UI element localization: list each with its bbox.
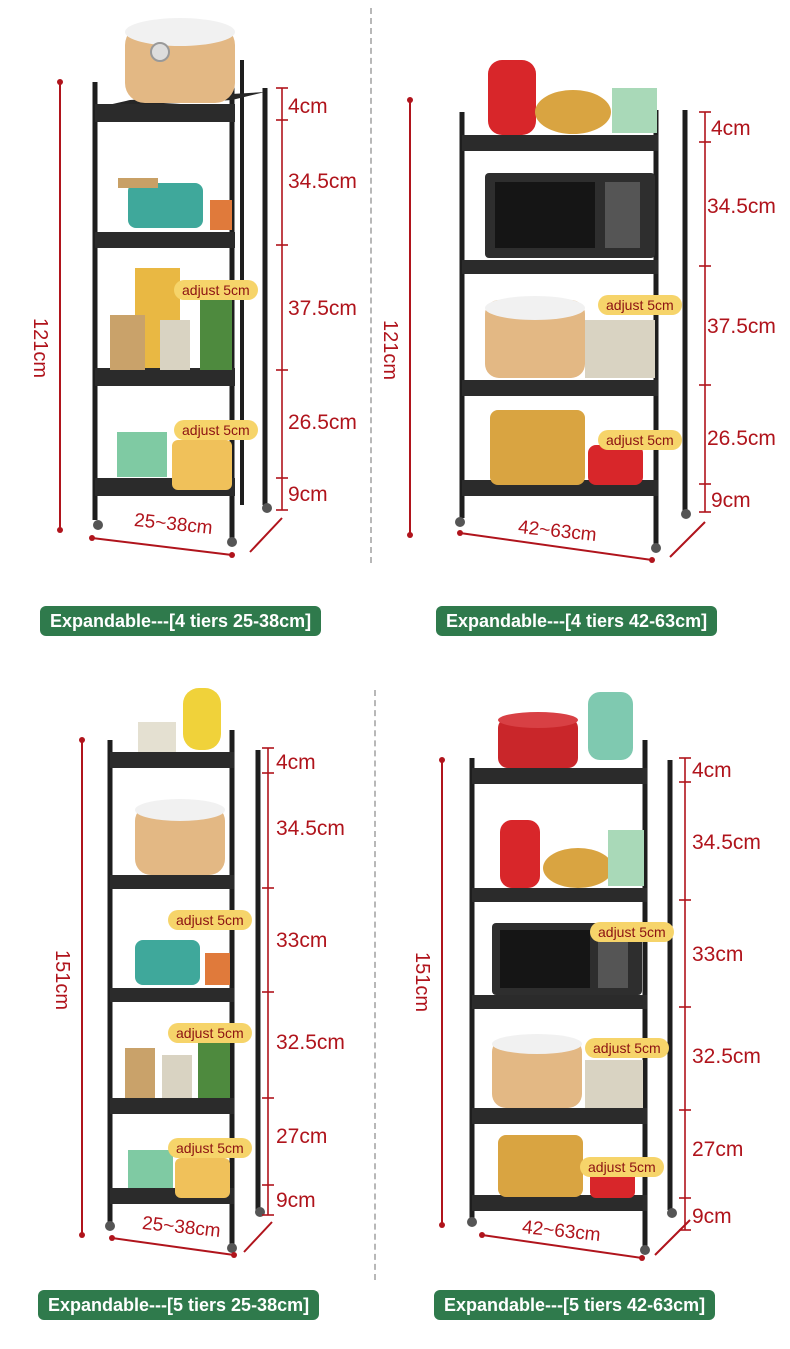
tier-label: 32.5cm — [692, 1045, 761, 1068]
tier-label: 9cm — [288, 483, 328, 506]
tier-label: 33cm — [692, 943, 744, 966]
tier-label: 4cm — [288, 95, 328, 118]
panel-5tier-wide: 151cm 4cm 34.5cm 33cm 32.5cm 27cm 9cm ad… — [380, 670, 790, 1340]
adjust-tag: adjust 5cm — [598, 295, 682, 315]
shelf-illustration — [57, 18, 288, 558]
tier-label: 34.5cm — [692, 831, 761, 854]
tier-label: 33cm — [276, 929, 328, 952]
adjust-tag: adjust 5cm — [598, 430, 682, 450]
shelf-illustration — [439, 692, 691, 1261]
height-label: 151cm — [411, 952, 433, 1013]
adjust-tag: adjust 5cm — [580, 1157, 664, 1177]
tier-label: 26.5cm — [288, 411, 357, 434]
adjust-tag: adjust 5cm — [174, 420, 258, 440]
tier-label: 34.5cm — [707, 195, 776, 218]
adjust-tag: adjust 5cm — [590, 922, 674, 942]
shelf-illustration — [79, 688, 274, 1258]
height-label: 121cm — [379, 320, 401, 381]
caption-badge: Expandable---[5 tiers 42-63cm] — [434, 1290, 716, 1320]
panel-4tier-wide: 121cm 4cm 34.5cm 37.5cm 26.5cm 9cm adjus… — [379, 0, 790, 660]
tier-label: 26.5cm — [707, 427, 776, 450]
vertical-divider-bottom — [374, 690, 376, 1280]
adjust-tag: adjust 5cm — [585, 1038, 669, 1058]
tier-label: 27cm — [692, 1138, 744, 1161]
tier-label: 9cm — [711, 489, 751, 512]
caption-badge: Expandable---[4 tiers 42-63cm] — [436, 606, 718, 636]
adjust-tag: adjust 5cm — [174, 280, 258, 300]
tier-label: 27cm — [276, 1125, 328, 1148]
tier-label: 34.5cm — [276, 817, 345, 840]
adjust-tag: adjust 5cm — [168, 1023, 252, 1043]
tier-label: 9cm — [276, 1189, 316, 1212]
tier-label: 4cm — [711, 117, 751, 140]
caption-badge: Expandable---[4 tiers 25-38cm] — [40, 606, 322, 636]
shelf-illustration — [407, 60, 711, 563]
caption-badge: Expandable---[5 tiers 25-38cm] — [38, 1290, 320, 1320]
height-label: 121cm — [29, 318, 51, 379]
panel-4tier-narrow: 121cm 4cm 34.5cm 37.5cm 26.5cm 9cm adjus… — [0, 0, 370, 660]
tier-label: 37.5cm — [288, 297, 357, 320]
tier-label: 4cm — [276, 751, 316, 774]
panel-5tier-narrow: 151cm 4cm 34.5cm 33cm 32.5cm 27cm 9cm ad… — [0, 670, 375, 1340]
tier-label: 37.5cm — [707, 315, 776, 338]
adjust-tag: adjust 5cm — [168, 1138, 252, 1158]
adjust-tag: adjust 5cm — [168, 910, 252, 930]
vertical-divider-top — [370, 8, 372, 563]
tier-label: 9cm — [692, 1205, 732, 1228]
tier-label: 34.5cm — [288, 170, 357, 193]
height-label: 151cm — [51, 950, 73, 1011]
tier-label: 4cm — [692, 759, 732, 782]
tier-label: 32.5cm — [276, 1031, 345, 1054]
